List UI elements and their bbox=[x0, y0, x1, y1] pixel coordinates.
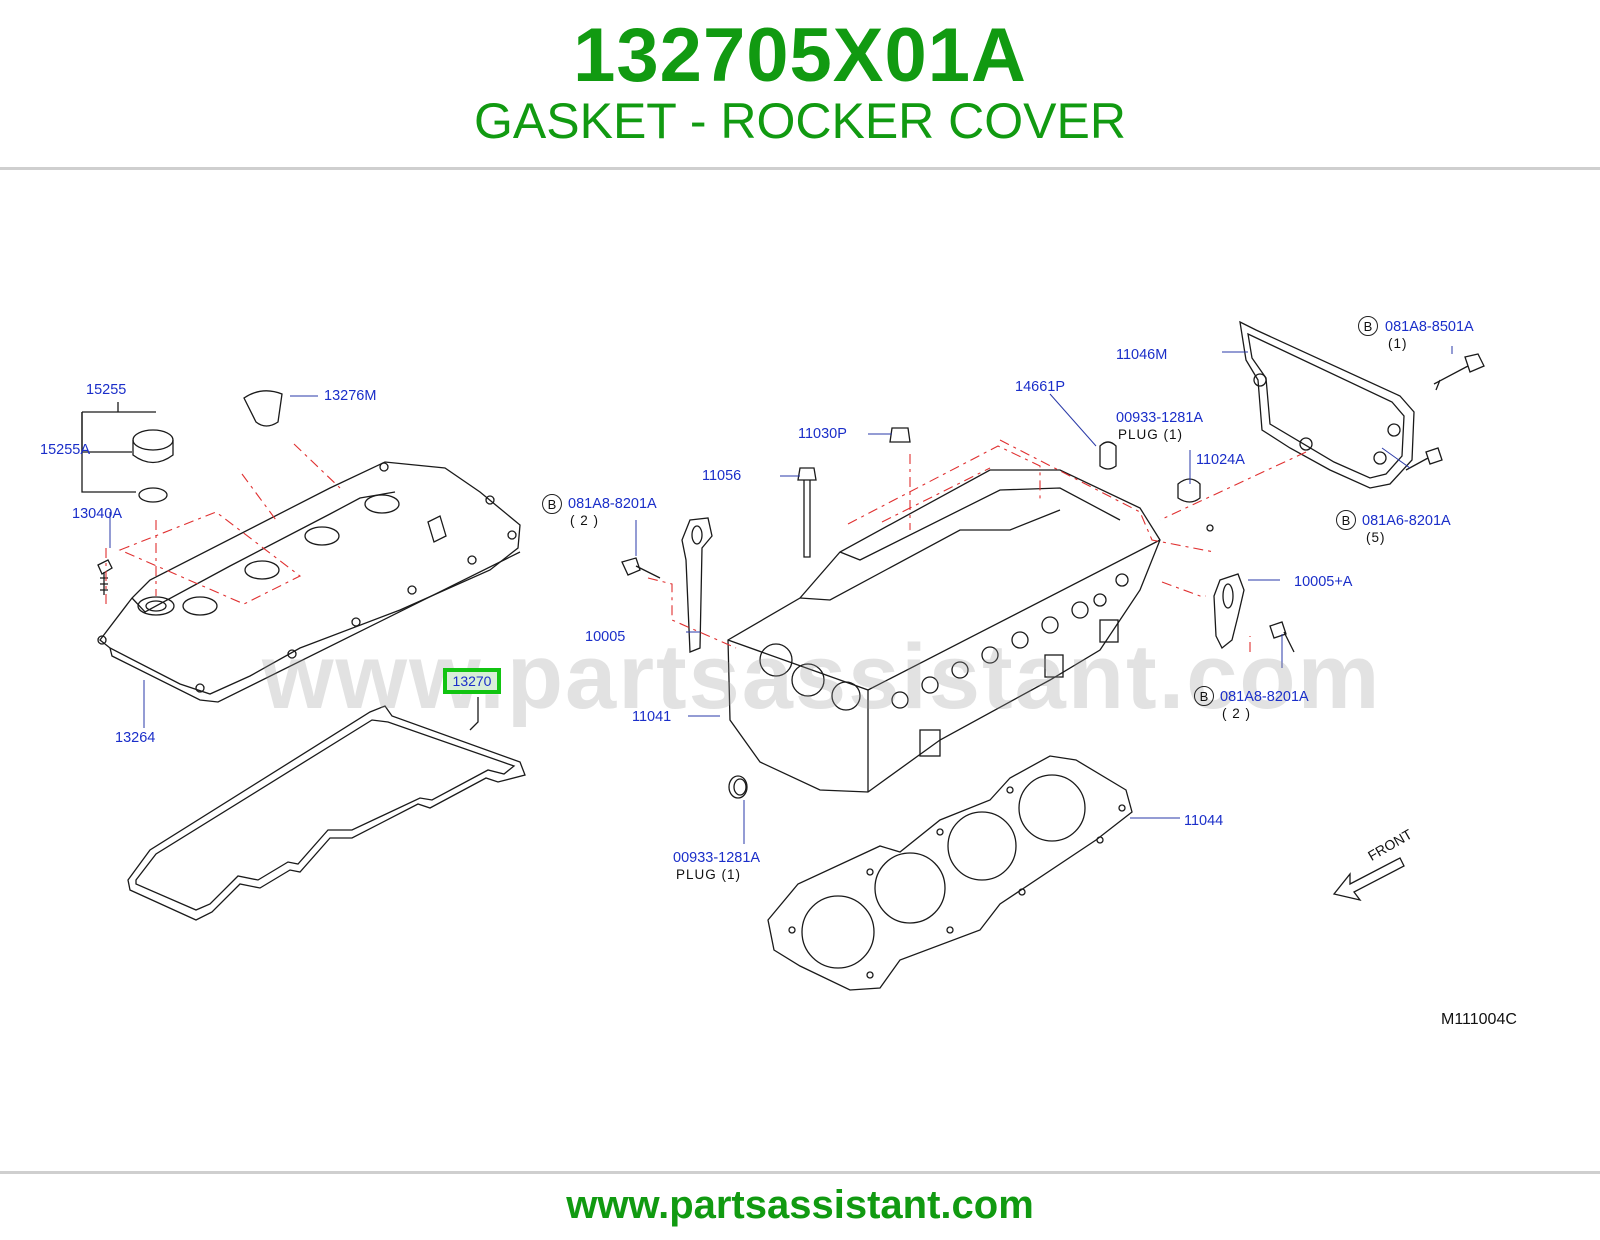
diagram-code: M111004C bbox=[1441, 1011, 1517, 1028]
header-divider bbox=[0, 167, 1600, 170]
bolt-marker-b: B bbox=[542, 494, 562, 514]
callout-081A8-8201A-right-qty: ( 2 ) bbox=[1222, 706, 1252, 721]
bolt-marker-b: B bbox=[1358, 316, 1378, 336]
bolt-marker-b: B bbox=[1194, 686, 1214, 706]
bracket-10005-shape bbox=[681, 517, 713, 653]
callout-15255[interactable]: 15255 bbox=[86, 382, 127, 398]
callout-15255A[interactable]: 15255A bbox=[40, 442, 90, 458]
cover-plate-11046M-shape bbox=[1239, 320, 1415, 489]
part-name-subtitle: GASKET - ROCKER COVER bbox=[474, 93, 1126, 149]
callout-11046M[interactable]: 11046M bbox=[1116, 347, 1168, 363]
oil-cap-shape bbox=[132, 429, 174, 451]
breather-shape bbox=[243, 390, 283, 427]
cylinder-head-shape bbox=[727, 469, 1161, 793]
exploded-parts-diagram: www.partsassistant.com bbox=[0, 285, 1600, 1045]
callout-00933-1281A-lower[interactable]: 00933-1281A bbox=[673, 850, 761, 866]
rocker-cover-shape bbox=[99, 461, 521, 695]
callout-10005[interactable]: 10005 bbox=[585, 629, 626, 645]
part-number-title: 132705X01A bbox=[573, 13, 1027, 98]
callout-11024A[interactable]: 11024A bbox=[1196, 452, 1245, 468]
head-gasket-shape bbox=[767, 755, 1133, 991]
callout-081A8-8501A[interactable]: 081A8-8501A bbox=[1385, 319, 1474, 335]
callout-13276M[interactable]: 13276M bbox=[324, 388, 377, 404]
highlighted-part-number: 13270 bbox=[452, 673, 492, 689]
callout-00933-1281A-upper[interactable]: 00933-1281A bbox=[1116, 410, 1204, 426]
callout-11056[interactable]: 11056 bbox=[702, 468, 742, 484]
footer-site-link[interactable]: www.partsassistant.com bbox=[566, 1183, 1034, 1227]
diagram-drawing bbox=[81, 320, 1485, 991]
footer-divider bbox=[0, 1171, 1600, 1174]
bolt-marker-b: B bbox=[1336, 510, 1356, 530]
callout-081A6-8201A[interactable]: 081A6-8201A bbox=[1362, 513, 1451, 529]
callout-11044[interactable]: 11044 bbox=[1184, 813, 1224, 829]
rocker-gasket-shape bbox=[127, 705, 526, 921]
callout-081A8-8501A-qty: (1) bbox=[1388, 336, 1408, 351]
callout-10005-plus-a[interactable]: 10005+A bbox=[1294, 574, 1353, 590]
callout-081A6-8201A-qty: (5) bbox=[1366, 530, 1386, 545]
callout-13264[interactable]: 13264 bbox=[115, 730, 156, 746]
callout-11041[interactable]: 11041 bbox=[632, 709, 672, 725]
callout-14661P[interactable]: 14661P bbox=[1015, 379, 1065, 395]
callout-13040A[interactable]: 13040A bbox=[72, 506, 122, 522]
highlighted-part-callout-13270[interactable]: 13270 bbox=[443, 668, 501, 694]
callout-081A8-8201A-left-qty: ( 2 ) bbox=[570, 513, 600, 528]
callout-11030P[interactable]: 11030P bbox=[798, 426, 847, 442]
callout-081A8-8201A-left[interactable]: 081A8-8201A bbox=[568, 496, 657, 512]
callout-00933-1281A-lower-sub: PLUG (1) bbox=[676, 867, 742, 882]
callout-081A8-8201A-right[interactable]: 081A8-8201A bbox=[1220, 689, 1309, 705]
bracket-10005A-shape bbox=[1213, 573, 1245, 650]
watermark: www.partsassistant.com bbox=[262, 626, 1382, 728]
callout-00933-1281A-upper-sub: PLUG (1) bbox=[1118, 427, 1184, 442]
